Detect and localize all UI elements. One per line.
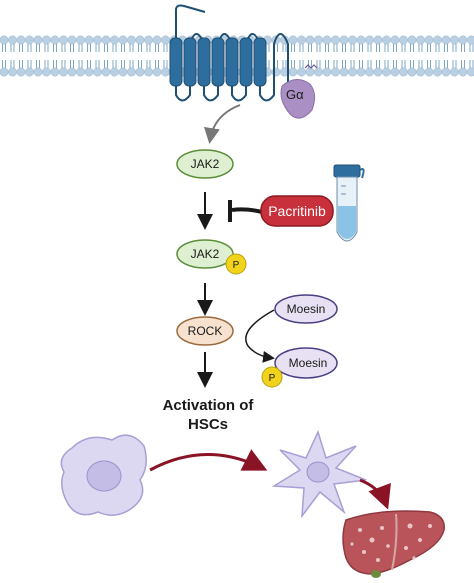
activation-title-line2: HSCs xyxy=(188,416,228,433)
moesin-node: Moesin xyxy=(274,294,338,324)
g-alpha-protein: Gα xyxy=(280,64,318,119)
jak2-phospho-node: JAK2 P xyxy=(176,239,247,275)
activation-title-line1: Activation of xyxy=(163,397,255,414)
activated-hsc-cell xyxy=(271,429,367,519)
arrow-to-liver xyxy=(359,478,391,510)
fibrotic-liver-icon xyxy=(342,510,445,578)
gpcr-receptor xyxy=(169,4,297,102)
phospho-label-2: P xyxy=(269,373,276,384)
pacritinib-label: Pacritinib xyxy=(268,203,326,219)
arrow-hsc-activation xyxy=(149,449,268,472)
moesin-phospho-node: Moesin P xyxy=(261,347,338,388)
test-tube-icon xyxy=(333,164,365,242)
arrow-receptor-to-jak2 xyxy=(204,104,241,144)
arrow-moesin-phosphorylation xyxy=(245,309,275,363)
jak2-node: JAK2 xyxy=(176,149,234,179)
phospho-label-1: P xyxy=(233,260,240,271)
moesin-label: Moesin xyxy=(287,302,326,316)
rock-node: ROCK xyxy=(176,316,234,346)
quiescent-hsc-cell xyxy=(60,434,147,516)
inhibition-line xyxy=(231,207,263,214)
moesin-phospho-label: Moesin xyxy=(289,356,328,370)
rock-label: ROCK xyxy=(188,324,223,338)
pacritinib-drug: Pacritinib xyxy=(260,195,334,227)
g-alpha-label: Gα xyxy=(286,87,304,102)
jak2-phospho-label: JAK2 xyxy=(191,247,220,261)
jak2-label: JAK2 xyxy=(191,157,220,171)
